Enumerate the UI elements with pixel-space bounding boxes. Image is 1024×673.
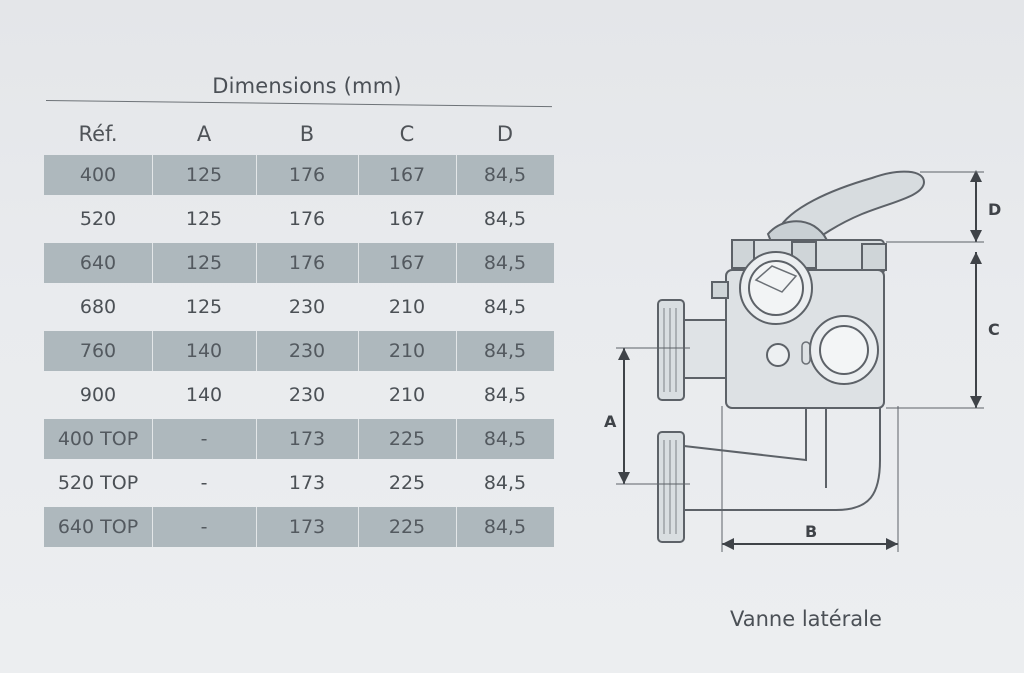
header-c: C (399, 122, 415, 146)
valve-diagram: D C A B (600, 160, 1010, 570)
cell-ref: 680 (79, 296, 117, 318)
cell-a: 125 (152, 243, 256, 283)
header-ref: Réf. (78, 122, 118, 146)
cell-ref: 520 (79, 208, 117, 230)
table-row: 520 TOP - 173 225 84,5 (34, 463, 554, 503)
dimension-label-b: B (805, 522, 818, 541)
cell-a: - (152, 419, 256, 459)
cell-c: 167 (358, 155, 456, 195)
cell-d: 84,5 (456, 243, 554, 283)
cell-a: 125 (185, 208, 223, 230)
cell-b: 176 (256, 243, 358, 283)
cell-c: 225 (358, 507, 456, 547)
cell-d: 84,5 (483, 472, 527, 494)
lower-port-inner (819, 325, 869, 375)
cell-b: 230 (256, 331, 358, 371)
cell-a: 125 (185, 296, 223, 318)
table-title-divider (45, 100, 552, 108)
cell-a: - (152, 507, 256, 547)
dimension-label-c: C (988, 320, 1000, 339)
cell-b: 230 (288, 384, 326, 406)
cell-d: 84,5 (456, 331, 554, 371)
cell-c: 167 (388, 208, 426, 230)
cell-b: 176 (256, 155, 358, 195)
slot-marker (801, 341, 811, 365)
diagram-caption: Vanne latérale (730, 607, 882, 631)
cell-ref: 640 TOP (44, 507, 152, 547)
bolt-right (861, 243, 887, 271)
cell-ref: 640 (44, 243, 152, 283)
table-row: 640 125 176 167 84,5 (34, 243, 554, 283)
table-title: Dimensions (mm) (212, 74, 402, 98)
cell-c: 225 (388, 472, 426, 494)
pipe-upper-edge (683, 408, 807, 462)
valve-drawing (616, 170, 984, 552)
cell-ref: 900 (79, 384, 117, 406)
cell-c: 210 (388, 296, 426, 318)
dimension-label-a: A (604, 412, 617, 431)
cell-c: 225 (358, 419, 456, 459)
cell-c: 210 (358, 331, 456, 371)
upper-fitting (657, 299, 685, 401)
bolt-left (731, 239, 755, 269)
table-row: 640 TOP - 173 225 84,5 (34, 507, 554, 547)
pipe-lower-edge (684, 408, 881, 511)
cell-c: 210 (388, 384, 426, 406)
cell-b: 173 (256, 419, 358, 459)
header-d: D (496, 122, 514, 146)
table-row: 520 125 176 167 84,5 (34, 199, 554, 239)
cell-d: 84,5 (483, 208, 527, 230)
cell-ref: 760 (44, 331, 152, 371)
upper-port-inner (748, 260, 804, 316)
cell-b: 173 (288, 472, 326, 494)
cell-ref: 400 TOP (44, 419, 152, 459)
upper-port-detail (754, 265, 798, 293)
cell-a: - (200, 472, 208, 494)
cell-b: 176 (288, 208, 326, 230)
lower-fitting (657, 431, 685, 543)
table-row: 900 140 230 210 84,5 (34, 375, 554, 415)
table-row: 400 TOP - 173 225 84,5 (34, 419, 554, 459)
small-port (766, 343, 790, 367)
cell-a: 125 (152, 155, 256, 195)
cell-b: 230 (288, 296, 326, 318)
cell-d: 84,5 (483, 384, 527, 406)
cell-d: 84,5 (456, 419, 554, 459)
cell-d: 84,5 (456, 507, 554, 547)
cell-a: 140 (152, 331, 256, 371)
cell-c: 167 (358, 243, 456, 283)
cell-d: 84,5 (456, 155, 554, 195)
table-header-row: Réf. A B C D (34, 114, 554, 154)
upper-connector (683, 319, 727, 379)
dimension-label-d: D (988, 200, 1002, 219)
table-row: 680 125 230 210 84,5 (34, 287, 554, 327)
cell-ref: 520 TOP (57, 472, 139, 494)
cell-b: 173 (256, 507, 358, 547)
side-bolt (711, 281, 729, 299)
cell-d: 84,5 (483, 296, 527, 318)
table-row: 400 125 176 167 84,5 (34, 155, 554, 195)
header-a: A (196, 122, 212, 146)
cell-a: 140 (185, 384, 223, 406)
cell-ref: 400 (44, 155, 152, 195)
header-b: B (299, 122, 315, 146)
table-row: 760 140 230 210 84,5 (34, 331, 554, 371)
